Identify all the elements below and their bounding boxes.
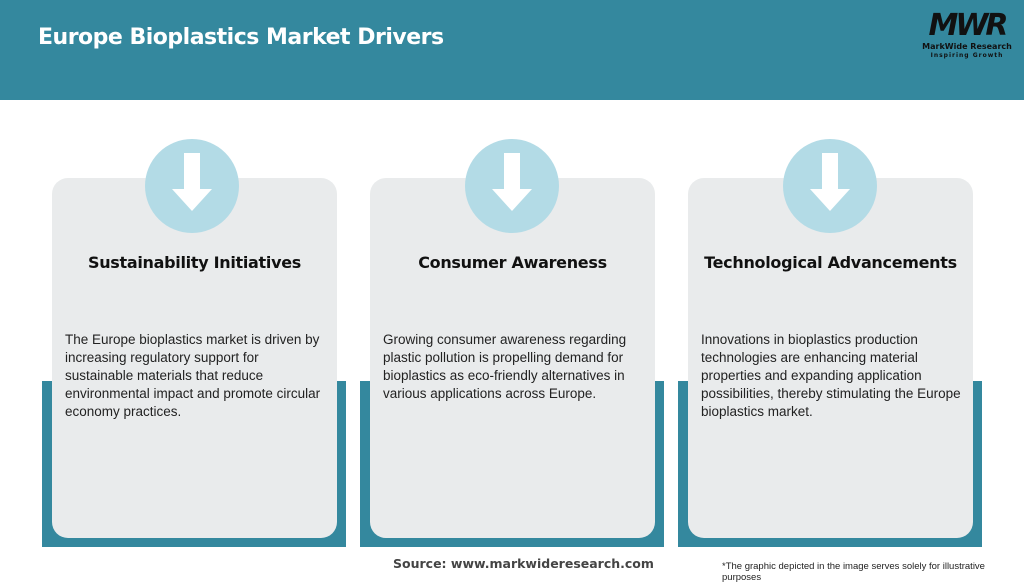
card-text: Growing consumer awareness regarding pla… [383, 332, 627, 401]
arrow-down-icon [465, 139, 559, 233]
arrow-down-icon [783, 139, 877, 233]
logo: MWR MarkWide Research Inspiring Growth [922, 10, 1012, 60]
header-banner: Europe Bioplastics Market Drivers MWR Ma… [0, 0, 1024, 100]
card-text: The Europe bioplastics market is driven … [65, 332, 321, 419]
logo-mark: MWR [928, 8, 1008, 43]
page-title: Europe Bioplastics Market Drivers [38, 25, 444, 50]
driver-card: Technological Advancements Innovations i… [688, 178, 973, 538]
logo-tagline: Inspiring Growth [930, 52, 1004, 59]
driver-card: Sustainability Initiatives The Europe bi… [52, 178, 337, 538]
driver-card: Consumer Awareness Growing consumer awar… [370, 178, 655, 538]
card-text: Innovations in bioplastics production te… [701, 332, 961, 419]
arrow-down-icon [145, 139, 239, 233]
disclaimer-note: *The graphic depicted in the image serve… [722, 561, 985, 583]
source-text: Source: www.markwideresearch.com [393, 556, 654, 571]
logo-name: MarkWide Research [922, 42, 1012, 51]
card-title: Sustainability Initiatives [87, 253, 301, 272]
card-title: Consumer Awareness [418, 253, 607, 272]
card-title: Technological Advancements [704, 253, 957, 272]
